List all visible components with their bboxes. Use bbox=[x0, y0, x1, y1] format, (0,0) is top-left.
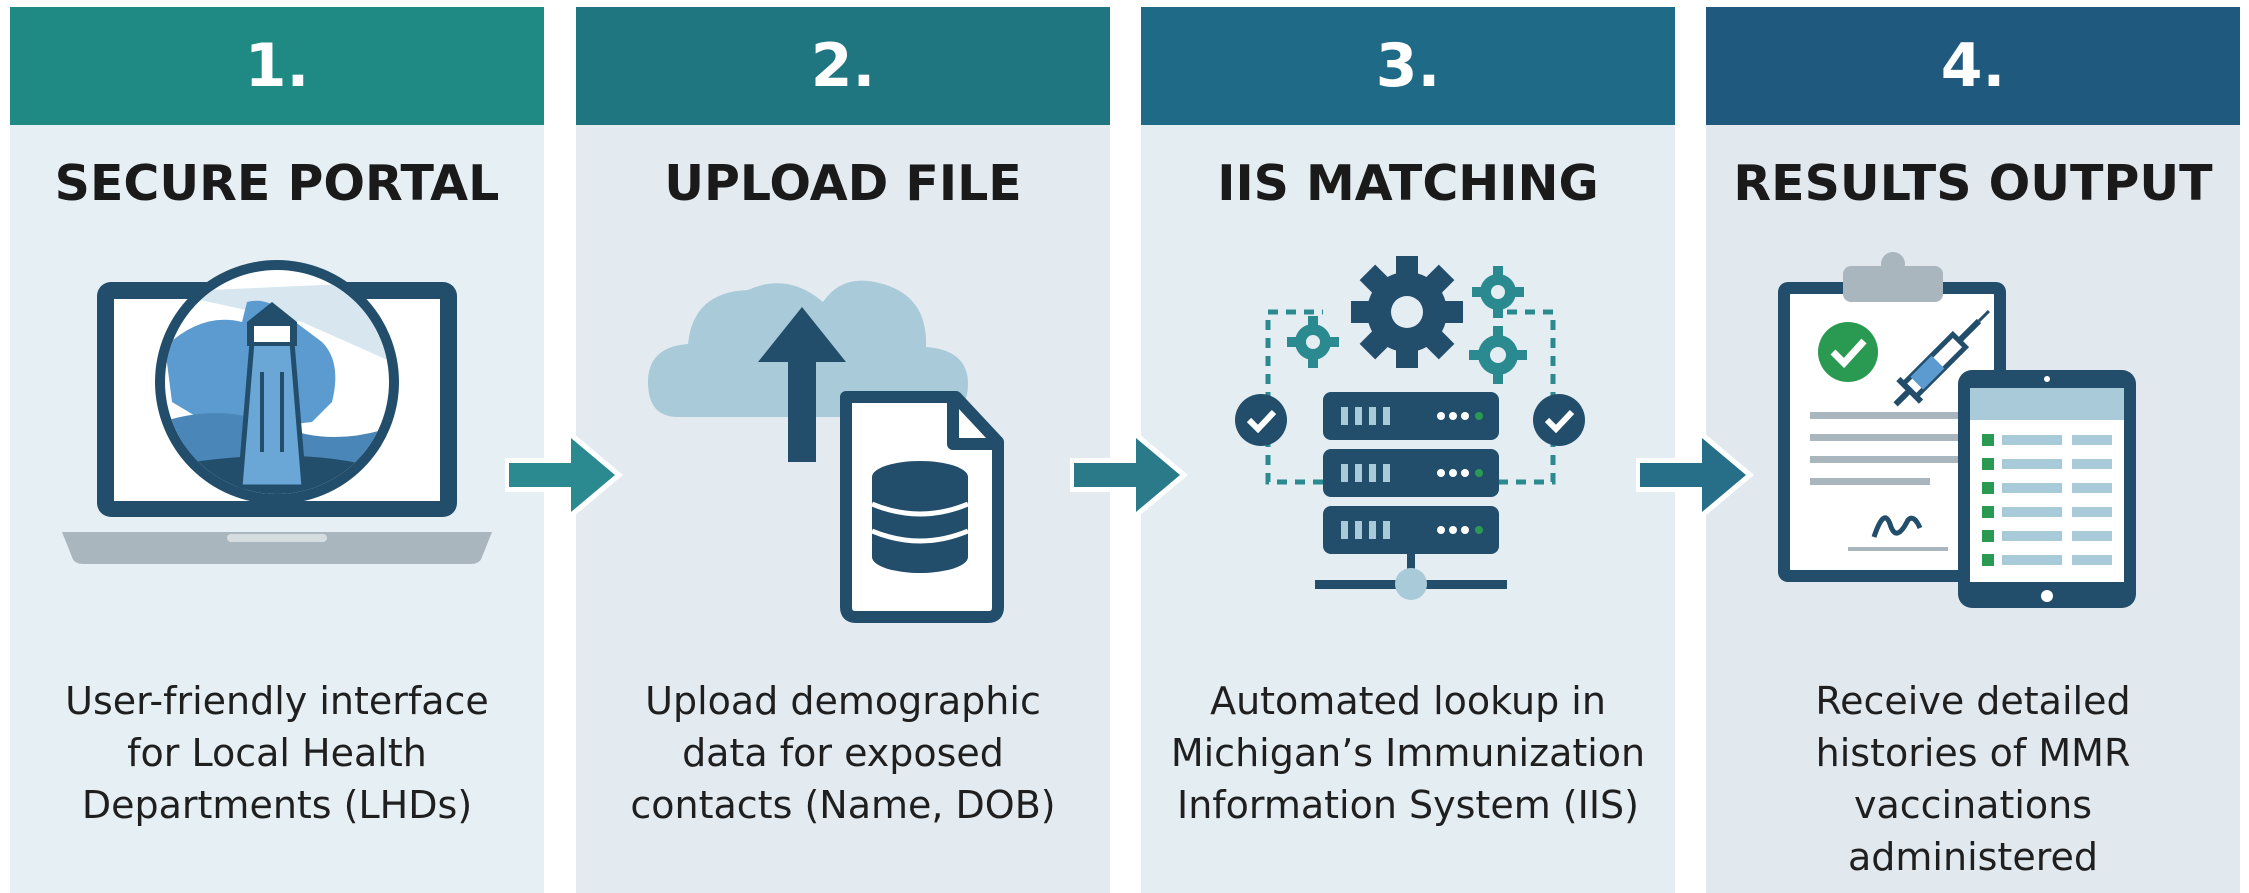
desc-line: User-friendly interface bbox=[65, 679, 489, 723]
clipboard-tablet-results-icon bbox=[1738, 252, 2208, 632]
desc-line: Information System (IIS) bbox=[1176, 783, 1639, 827]
step-number-header: 2. bbox=[576, 7, 1110, 125]
step-title: SECURE PORTAL bbox=[54, 155, 500, 212]
desc-line: Upload demographic bbox=[645, 679, 1041, 723]
step-number: 4. bbox=[1940, 31, 2006, 101]
laptop-with-lighthouse-logo-icon bbox=[42, 252, 512, 632]
desc-line: Michigan’s Immunization bbox=[1170, 731, 1646, 775]
step-number-header: 4. bbox=[1706, 7, 2240, 125]
step-panel-2: 2. UPLOAD FILE Upload demographic data f… bbox=[576, 7, 1110, 893]
desc-line: for Local Health bbox=[127, 731, 427, 775]
step-description: Upload demographic data for exposed cont… bbox=[586, 675, 1100, 831]
step-number: 1. bbox=[244, 31, 310, 101]
step-number-header: 3. bbox=[1141, 7, 1675, 125]
step-title: RESULTS OUTPUT bbox=[1733, 155, 2213, 212]
flow-arrow-icon bbox=[1636, 420, 1756, 530]
step-number: 3. bbox=[1375, 31, 1441, 101]
cloud-upload-database-file-icon bbox=[608, 252, 1078, 632]
step-description: Automated lookup in Michigan’s Immunizat… bbox=[1151, 675, 1665, 831]
step-description: User-friendly interface for Local Health… bbox=[20, 675, 534, 831]
desc-line: Departments (LHDs) bbox=[81, 783, 473, 827]
step-title: IIS MATCHING bbox=[1217, 155, 1599, 212]
gears-server-matching-icon bbox=[1173, 252, 1643, 632]
desc-line: data for exposed bbox=[682, 731, 1004, 775]
step-description: Receive detailed histories of MMR vaccin… bbox=[1716, 675, 2230, 883]
step-title: UPLOAD FILE bbox=[664, 155, 1022, 212]
desc-line: Receive detailed bbox=[1815, 679, 2131, 723]
step-number-header: 1. bbox=[10, 7, 544, 125]
step-panel-3: 3. IIS MATCHING bbox=[1141, 7, 1675, 893]
step-panel-4: 4. RESULTS OUTPUT bbox=[1706, 7, 2240, 893]
desc-line: administered bbox=[1848, 835, 2098, 879]
desc-line: Automated lookup in bbox=[1210, 679, 1606, 723]
desc-line: contacts (Name, DOB) bbox=[630, 783, 1056, 827]
desc-line: histories of MMR bbox=[1815, 731, 2131, 775]
step-panel-1: 1. SECURE PORTAL bbox=[10, 7, 544, 893]
flow-arrow-icon bbox=[1070, 420, 1190, 530]
step-number: 2. bbox=[810, 31, 876, 101]
desc-line: vaccinations bbox=[1853, 783, 2093, 827]
flow-arrow-icon bbox=[505, 420, 625, 530]
